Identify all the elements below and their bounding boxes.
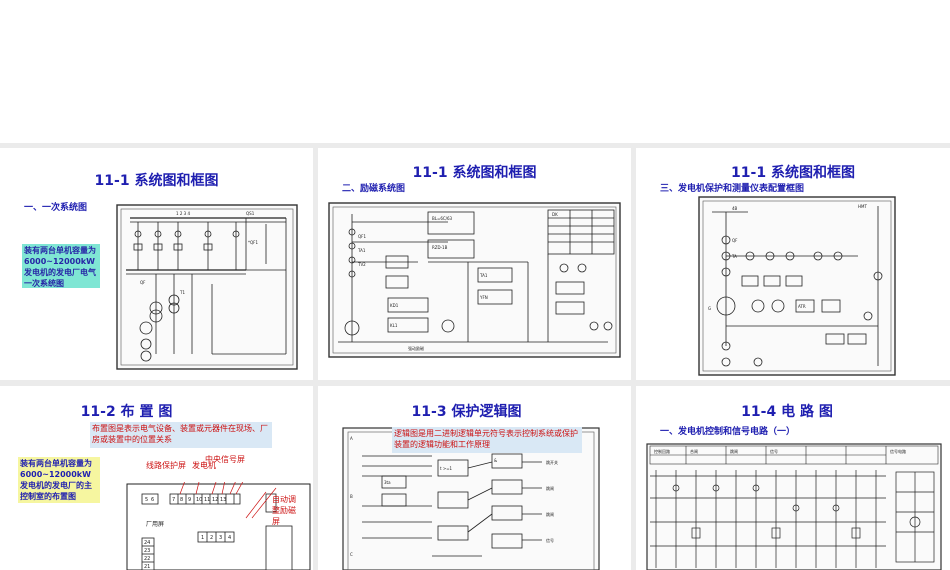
panel-cell-label: 4 xyxy=(228,535,231,541)
svg-text:QF: QF xyxy=(140,280,146,285)
slide-title: 11-1 系统图和框图 xyxy=(94,173,219,189)
svg-text:强动励磁: 强动励磁 xyxy=(408,345,424,351)
svg-text:G: G xyxy=(708,306,711,311)
panel-cell-label: 8 xyxy=(180,497,183,503)
svg-text:KD1: KD1 xyxy=(390,303,399,308)
svg-text:TV2: TV2 xyxy=(357,262,366,267)
svg-text:t >=1: t >=1 xyxy=(440,466,453,471)
generator-protection-diagram: 4B QF TA G ATR HMT xyxy=(698,196,896,376)
slide-subtitle: 一、一次系统图 xyxy=(24,203,88,213)
top-blank-area xyxy=(0,0,950,143)
svg-text:信号: 信号 xyxy=(546,537,554,543)
svg-text:YFN: YFN xyxy=(479,295,488,300)
svg-text:跳闸: 跳闸 xyxy=(546,485,554,491)
slide-thumbnail-2[interactable]: 11-1 系统图和框图 二、励磁系统图 xyxy=(318,148,631,380)
panel-cell-label: 22 xyxy=(144,556,150,562)
slide-note-top: 布置图是表示电气设备、装置或元器件在现场、厂房或装置中的位置关系 xyxy=(90,422,272,448)
svg-text:B: B xyxy=(350,494,353,499)
svg-text:ATR: ATR xyxy=(798,304,806,309)
slide-title: 11-3 保护逻辑图 xyxy=(411,404,522,420)
slide-note: 逻辑图是用二进制逻辑单元符号表示控制系统或保护装置的逻辑功能和工作原理 xyxy=(392,427,582,453)
label-line-protection: 线路保护屏 xyxy=(146,461,186,470)
panel-cell-label: 3 xyxy=(219,535,222,541)
svg-text:跳开关: 跳开关 xyxy=(546,459,558,465)
svg-text:&: & xyxy=(494,458,497,463)
panel-cell-label: 11 xyxy=(204,497,210,503)
svg-text:控制回路: 控制回路 xyxy=(654,448,670,454)
slide-note-left: 装有两台单机容量为6000~12000kW 发电机的发电厂的主控制室的布置图 xyxy=(18,457,100,503)
svg-text:跳闸: 跳闸 xyxy=(546,511,554,517)
svg-text:DK: DK xyxy=(552,212,558,217)
svg-text:QF1: QF1 xyxy=(358,234,366,239)
svg-text:1 2 3 4: 1 2 3 4 xyxy=(176,211,190,216)
panel-cell-label: 12 xyxy=(212,497,218,503)
svg-text:RZD-1B: RZD-1B xyxy=(432,245,448,250)
panel-cell-label: 23 xyxy=(144,548,150,554)
svg-text:*QF1: *QF1 xyxy=(248,240,258,245)
primary-system-diagram: 1 2 3 4 QS1 QF T1 *QF1 xyxy=(116,204,298,370)
slide-thumbnail-1[interactable]: 11-1 系统图和框图 一、一次系统图 装有两台单机容量为6000~12000k… xyxy=(0,148,313,380)
panel-cell-label: 5 xyxy=(145,497,148,503)
svg-text:信号电路: 信号电路 xyxy=(890,448,906,454)
label-generator: 发电机 xyxy=(192,461,216,470)
panel-cell-label: 9 xyxy=(188,497,191,503)
svg-text:QF: QF xyxy=(732,238,738,243)
svg-text:HMT: HMT xyxy=(858,204,867,209)
svg-text:KL1: KL1 xyxy=(390,323,398,328)
panel-cell-label: 6 xyxy=(151,497,154,503)
svg-text:TA1: TA1 xyxy=(357,248,366,253)
panel-cell-label: 7 xyxy=(172,497,175,503)
svg-text:C: C xyxy=(350,552,353,557)
slide-thumbnail-4[interactable]: 11-2 布 置 图 布置图是表示电气设备、装置或元器件在现场、厂房或装置中的位… xyxy=(0,386,313,570)
panel-cell-label: 13 xyxy=(220,497,226,503)
panel-cell-label: 1 xyxy=(201,535,204,541)
svg-text:合闸: 合闸 xyxy=(690,448,698,454)
panel-cell-label: 24 xyxy=(144,540,150,546)
slide-title: 11-2 布 置 图 xyxy=(80,404,173,420)
svg-text:跳闸: 跳闸 xyxy=(730,448,738,454)
panel-cell-label: 21 xyxy=(144,564,150,570)
generator-control-circuit-diagram: 控制回路 合闸 跳闸 信号 信号电路 xyxy=(646,442,942,570)
slide-note: 装有两台单机容量为6000~12000kW发电机的发电厂电气一次系统图 xyxy=(22,244,100,288)
slide-subtitle: 三、发电机保护和测量仪表配置框图 xyxy=(660,184,805,194)
slide-title: 11-1 系统图和框图 xyxy=(412,165,537,181)
label-central-signal: 中央信号屏 xyxy=(205,455,245,464)
svg-text:4B: 4B xyxy=(732,206,738,211)
svg-text:TA: TA xyxy=(731,254,737,259)
svg-text:T1: T1 xyxy=(179,290,185,295)
panel-cell-label: 10 xyxy=(196,497,202,503)
slide-subtitle: 二、励磁系统图 xyxy=(342,184,406,194)
slide-thumbnail-3[interactable]: 11-1 系统图和框图 三、发电机保护和测量仪表配置框图 xyxy=(636,148,950,380)
svg-text:3ta: 3ta xyxy=(384,480,391,485)
slide-title: 11-1 系统图和框图 xyxy=(731,165,855,181)
svg-text:信号: 信号 xyxy=(770,448,778,454)
slide-subtitle: 一、发电机控制和信号电路（一） xyxy=(660,427,796,437)
svg-text:BL=6C/63: BL=6C/63 xyxy=(432,216,453,221)
svg-text:TA1: TA1 xyxy=(479,273,488,278)
svg-text:QS1: QS1 xyxy=(246,211,255,216)
slide-thumbnail-6[interactable]: 11-4 电 路 图 一、发电机控制和信号电路（一） xyxy=(636,386,950,570)
slide-title: 11-4 电 路 图 xyxy=(741,404,833,420)
svg-text:A: A xyxy=(350,436,353,441)
panel-cell-label: 2 xyxy=(210,535,213,541)
label-plant: 厂用屏 xyxy=(146,521,165,528)
label-auto-excitation: 自动调整励磁屏 xyxy=(272,495,296,526)
